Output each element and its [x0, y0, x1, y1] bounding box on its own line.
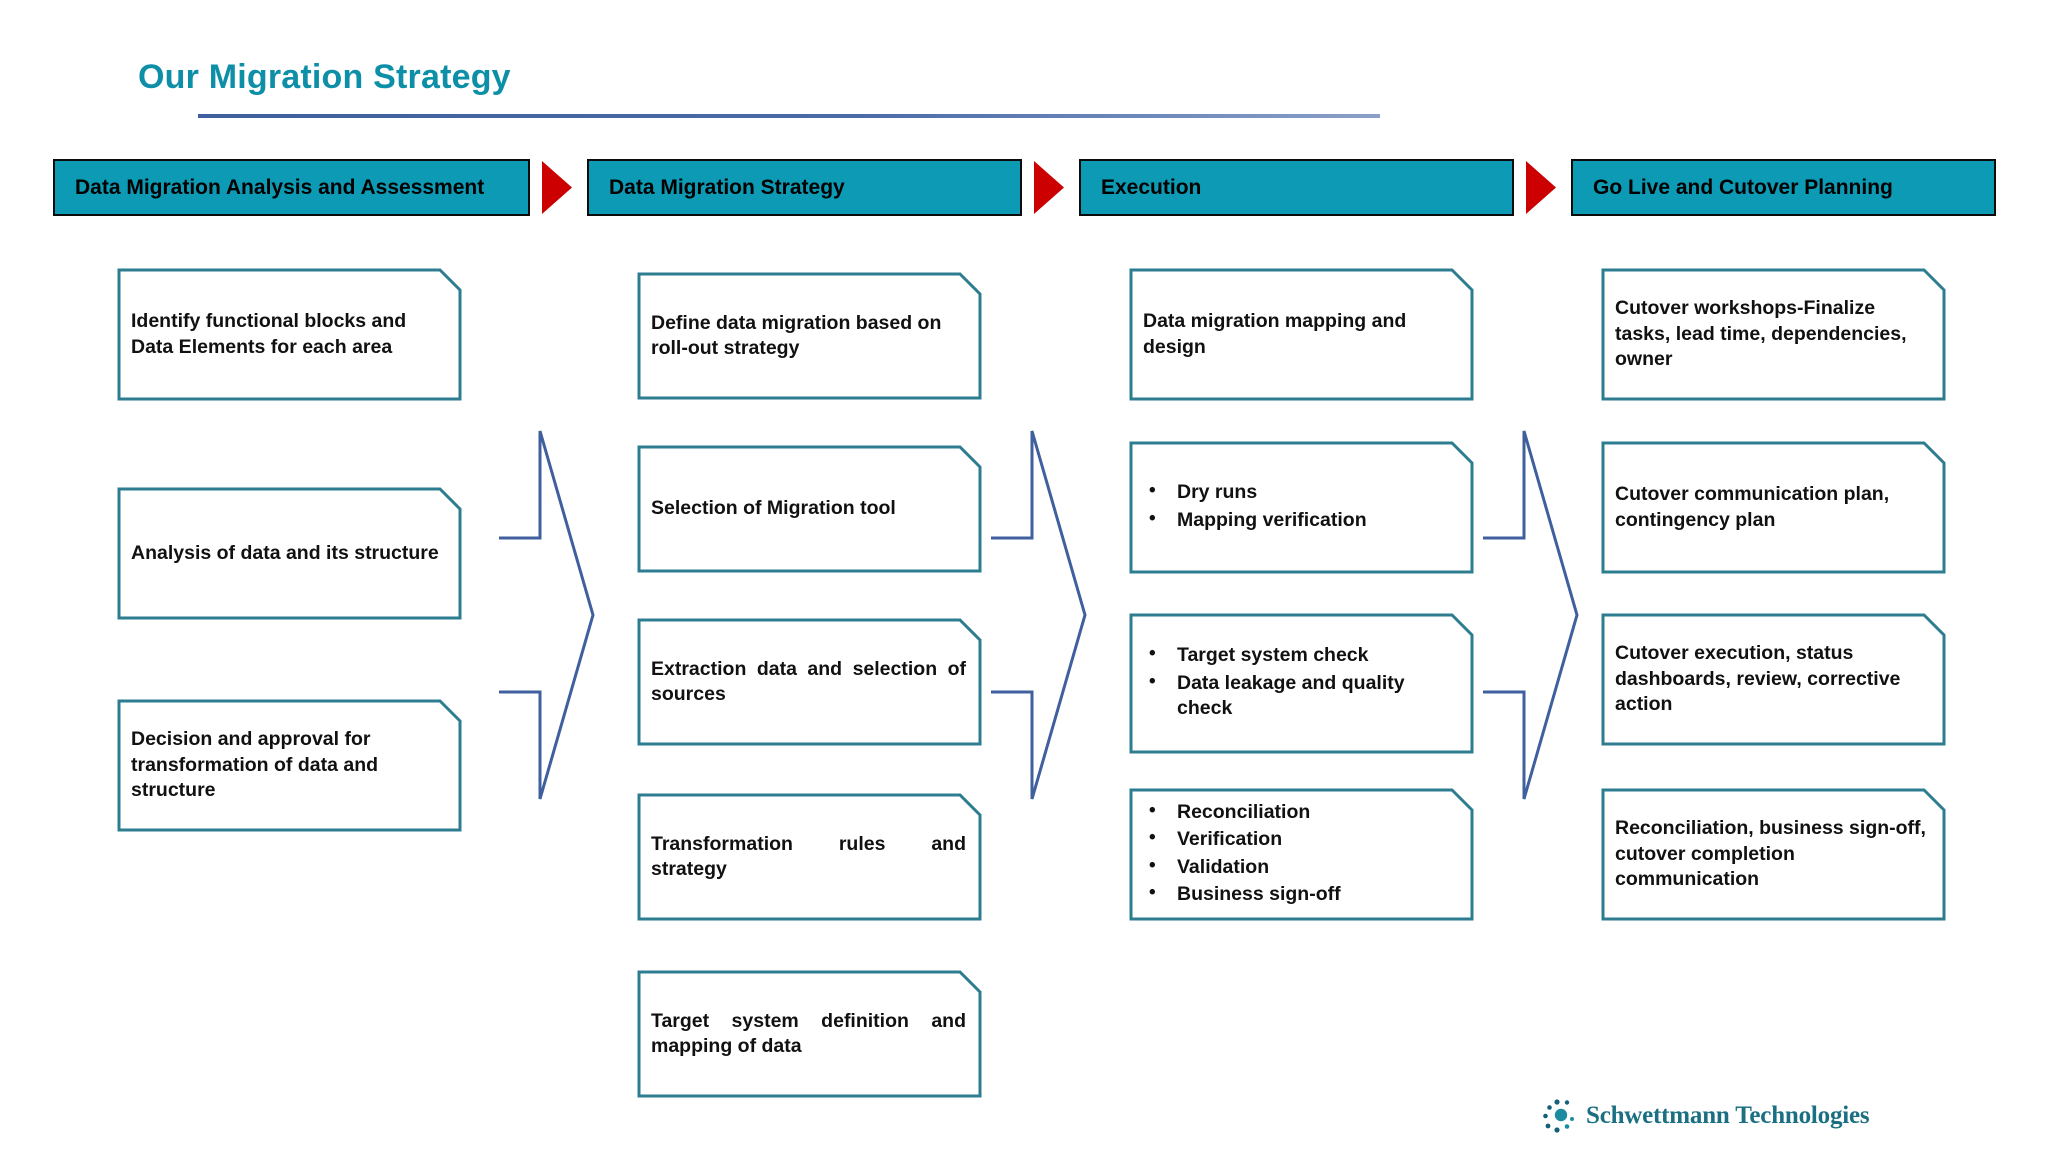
phase-header-label: Go Live and Cutover Planning — [1593, 175, 1893, 199]
note-box-text: Analysis of data and its structure — [131, 541, 439, 564]
bullet-item: Target system check — [1143, 642, 1458, 668]
note-box-text: Reconciliation, business sign-off, cutov… — [1615, 817, 1926, 891]
note-box[interactable]: Define data migration based on roll-out … — [637, 272, 982, 400]
bullet-list: Target system check Data leakage and qua… — [1143, 642, 1458, 723]
note-box-outline — [117, 487, 462, 620]
note-box-outline — [117, 699, 462, 832]
bullet-item: Business sign-off — [1143, 881, 1458, 907]
phase-header-go-live-and-cutover-planning[interactable]: Go Live and Cutover Planning — [1571, 159, 1996, 216]
page-title: Our Migration Strategy — [138, 58, 511, 96]
note-box-outline — [1601, 613, 1946, 746]
phase-header-data-migration-strategy[interactable]: Data Migration Strategy — [587, 159, 1022, 216]
bullet-item: Dry runs — [1143, 479, 1458, 505]
note-box-outline — [637, 445, 982, 573]
note-box[interactable]: Extraction data and selection of sources — [637, 618, 982, 746]
note-box-text: Transformation rules and strategy — [651, 832, 966, 880]
company-logo: Schwettmann Technologies — [1540, 1095, 1870, 1137]
phase-separator-arrow-icon — [1032, 159, 1066, 216]
bullet-item: Mapping verification — [1143, 506, 1458, 533]
note-box[interactable]: Reconciliation, business sign-off, cutov… — [1601, 788, 1946, 921]
note-box-text: Target system definition and mapping of … — [651, 1009, 966, 1057]
stage-connector-arrow-icon — [1482, 430, 1582, 800]
dot-cluster-icon — [1543, 1099, 1574, 1133]
note-box-text: Extraction data and selection of sources — [651, 657, 966, 705]
note-box-text: Cutover communication plan, contingency … — [1615, 483, 1890, 531]
note-box[interactable]: Cutover workshops-Finalize tasks, lead t… — [1601, 268, 1946, 401]
phase-header-execution[interactable]: Execution — [1079, 159, 1514, 216]
note-box-outline — [1601, 268, 1946, 401]
note-box[interactable]: Selection of Migration tool — [637, 445, 982, 573]
note-box-outline — [637, 618, 982, 746]
phase-separator-arrow-icon — [540, 159, 574, 216]
bullet-item: Data leakage and quality check — [1143, 670, 1458, 722]
note-box[interactable]: Cutover execution, status dashboards, re… — [1601, 613, 1946, 746]
phase-header-label: Execution — [1101, 175, 1202, 199]
bullet-item: Verification — [1143, 826, 1458, 852]
note-box-outline — [1601, 788, 1946, 921]
phase-header-label: Data Migration Strategy — [609, 175, 845, 199]
note-box[interactable]: Analysis of data and its structure — [117, 487, 462, 620]
note-box[interactable]: Reconciliation Verification Validation B… — [1129, 788, 1474, 921]
note-box-outline — [637, 272, 982, 400]
note-box-text: Identify functional blocks and Data Elem… — [131, 310, 407, 358]
note-box-text: Decision and approval for transformation… — [131, 728, 379, 802]
note-box-text: Reconciliation Verification Validation B… — [1129, 788, 1474, 921]
title-underline-rule — [198, 114, 1380, 118]
logo-text: Schwettmann Technologies — [1586, 1102, 1870, 1129]
note-box[interactable]: Dry runs Mapping verification — [1129, 441, 1474, 574]
bullet-item: Validation — [1143, 853, 1458, 880]
note-box-outline — [1601, 441, 1946, 574]
note-box[interactable]: Transformation rules and strategy — [637, 793, 982, 921]
note-box-text: Data migration mapping and design — [1143, 310, 1407, 358]
note-box-text: Define data migration based on roll-out … — [651, 311, 942, 359]
stage-connector-arrow-icon — [498, 430, 598, 800]
note-box-outline — [117, 268, 462, 401]
phase-separator-arrow-icon — [1524, 159, 1558, 216]
note-box-text: Cutover execution, status dashboards, re… — [1615, 642, 1901, 716]
note-box-outline — [1129, 268, 1474, 401]
note-box-text: Target system check Data leakage and qua… — [1129, 613, 1474, 754]
note-box-text: Cutover workshops-Finalize tasks, lead t… — [1615, 297, 1907, 371]
bullet-list: Reconciliation Verification Validation B… — [1143, 799, 1458, 909]
note-box[interactable]: Target system check Data leakage and qua… — [1129, 613, 1474, 754]
note-box-outline — [637, 793, 982, 921]
note-box-text: Selection of Migration tool — [651, 497, 896, 520]
note-box-outline — [637, 970, 982, 1098]
phase-header-data-migration-analysis-and-assessment[interactable]: Data Migration Analysis and Assessment — [53, 159, 530, 216]
note-box[interactable]: Cutover communication plan, contingency … — [1601, 441, 1946, 574]
note-box[interactable]: Identify functional blocks and Data Elem… — [117, 268, 462, 401]
note-box-text: Dry runs Mapping verification — [1129, 441, 1474, 574]
bullet-list: Dry runs Mapping verification — [1143, 479, 1458, 535]
note-box[interactable]: Data migration mapping and design — [1129, 268, 1474, 401]
phase-header-label: Data Migration Analysis and Assessment — [75, 175, 485, 199]
bullet-item: Reconciliation — [1143, 799, 1458, 825]
note-box[interactable]: Target system definition and mapping of … — [637, 970, 982, 1098]
stage-connector-arrow-icon — [990, 430, 1090, 800]
note-box[interactable]: Decision and approval for transformation… — [117, 699, 462, 832]
